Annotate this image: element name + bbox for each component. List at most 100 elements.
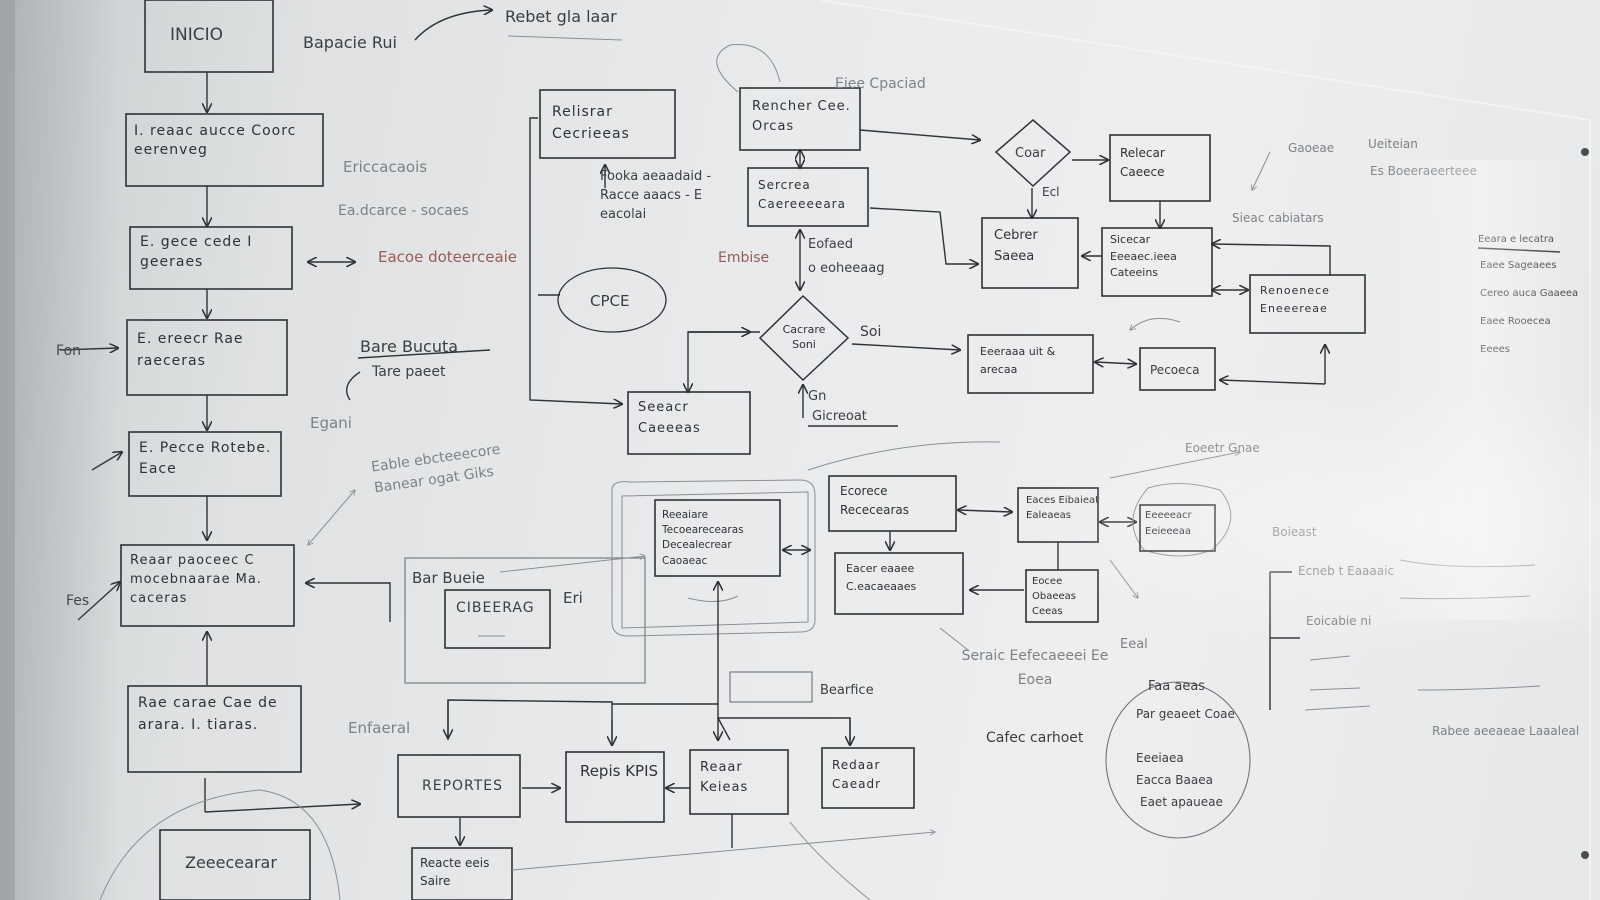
node-pecoeca-label: Pecoeca (1150, 363, 1199, 377)
arrow-bidirectional (1095, 362, 1136, 364)
node-relisrar-label: Relisrar Cecrieeas (552, 104, 630, 142)
faint-arrow (1130, 317, 1181, 330)
right-list-title: Eeara e lecatra (1478, 234, 1554, 245)
node-beaar-label: Reaar Keieas (700, 760, 749, 796)
node-kpis-label: Repis KPIS (579, 762, 659, 780)
frame-central-inner (621, 491, 809, 629)
faint-stroke (789, 821, 871, 900)
circle-item: Eaet apaueae (1140, 795, 1223, 809)
board-mount-screw (1581, 148, 1589, 156)
arrow-return (306, 583, 391, 622)
mid-note3: Egani (310, 414, 352, 432)
node-rencher-text-wrap: Rencher Cee. Orcas (752, 99, 850, 134)
node-cibeerag (444, 589, 551, 649)
node-step6-text-wrap: Rae carae Cae de arara. I. tiaras. (138, 695, 277, 733)
faint-arrow (1252, 151, 1271, 190)
arrow (1220, 380, 1326, 384)
right-note2: Ueiteian (1368, 137, 1418, 151)
node-pecoeca (1139, 347, 1216, 391)
node-cpce (557, 267, 667, 333)
enfacrat-note: Enfaeral (348, 719, 410, 737)
right-list-item: Eaee Rooecea (1480, 316, 1551, 327)
arrow-loop (529, 117, 622, 404)
stroke (346, 371, 361, 401)
top-note: Rebet gla laar (505, 7, 617, 26)
step1-note2: Ea.dcarce - socaes (338, 203, 469, 219)
arrow (204, 778, 360, 812)
node-sicercr-text-wrap: Sicecar Eeeaec.ieea Cateeins (1110, 233, 1177, 279)
faint-circle (99, 789, 341, 900)
lower-note3: Eeal (1120, 637, 1148, 652)
node-cebcre (981, 217, 1079, 289)
cibeerag-note: Eri (563, 589, 583, 607)
decision1-yes: Soi (860, 324, 881, 340)
arrow (859, 129, 980, 140)
node-inicio-label: INICIO (170, 25, 223, 45)
relisrar-notes: Fooka aeaadaid - Racce aaacs - E eacolai (600, 169, 712, 222)
node-refecar-label: Relecar Caeece (1120, 146, 1165, 180)
bracket (1269, 571, 1300, 710)
node-redaar (821, 747, 915, 809)
node-sicercr-label: Sicecar Eeeaec.ieea Cateeins (1110, 233, 1177, 279)
underline (357, 349, 491, 359)
node-eecreea-label: Eeeraaa uit & arecaa (980, 345, 1056, 376)
arrow (869, 207, 978, 264)
underline (1477, 247, 1561, 253)
node-kpis-text-wrap: Repis KPIS (579, 762, 659, 780)
node-step2-text-wrap: E. gece cede I geeraes (140, 234, 253, 270)
node-sercrea (747, 167, 869, 227)
node-reportes (397, 754, 521, 818)
node-beaar-text-wrap: Reaar Keieas (700, 760, 749, 796)
circle-item: Eeeiaea (1136, 751, 1184, 765)
node-step2 (129, 226, 293, 290)
node-step4-label: E. Pecce Rotebe. Eace (139, 440, 272, 477)
node-central-label: Reeaiare Tecoearecearas Decealecrear Cao… (662, 509, 744, 567)
faint-arrow (1109, 452, 1240, 479)
node-sercrea-label: Sercrea Caereeeeara (758, 178, 846, 211)
node-eocee-text-wrap: Eocee Obaeeas Ceeas (1032, 576, 1076, 617)
node-coar-diamond (994, 119, 1072, 188)
node-cebcre-label: Cebrer Saeea (994, 228, 1038, 264)
arrow-top-note (414, 10, 492, 41)
frame-car-buena (404, 557, 646, 684)
faint-arrow (308, 490, 355, 545)
arrow-side (59, 348, 118, 350)
node-step5-label: Reaar paoceec C mocebnaarae Ma. caceras (130, 553, 262, 606)
circle-list (1105, 681, 1251, 839)
node-step1-label: I. reaac aucce Coorc eerenveg (134, 123, 297, 158)
rencher-note: Eiee Cpaciad (835, 76, 926, 92)
step2-note: Eacoe doteerceaie (378, 248, 517, 266)
right-list-item: Eaee Sageaees (1480, 260, 1557, 271)
mid-note2: Tare paeet (371, 364, 446, 380)
right-list-item: Cereo auca Gaaeea (1480, 288, 1578, 299)
node-eacer-label: Eacer eaaee C.eacaeaaes (846, 562, 917, 593)
relisrar-notes-wrap: Fooka aeaadaid - Racce aaacs - E eacolai (600, 169, 712, 222)
node-step2-label: E. gece cede I geeraes (140, 234, 253, 270)
start-note: Bapacie Rui (303, 33, 397, 52)
circle-item: Eacca Baaea (1136, 773, 1213, 787)
node-reach-text-wrap: Reacte eeis Saire (420, 856, 489, 888)
node-coar-label: Coar (1015, 146, 1046, 161)
node-relisrar-text-wrap: Relisrar Cecrieeas (552, 104, 630, 142)
right-low3: Boieast (1272, 525, 1317, 539)
node-ecorece (828, 475, 957, 532)
faint-circle (1132, 482, 1232, 557)
sercrea-note: Eofaed (808, 237, 853, 252)
node-reach (411, 847, 513, 900)
node-eocee-label: Eocee Obaeeas Ceeas (1032, 576, 1076, 617)
faint-stroke (939, 627, 969, 651)
faint-scribbles (1399, 559, 1541, 691)
node-step6 (127, 685, 302, 773)
node-step4 (128, 431, 282, 497)
frame-central-group (611, 479, 816, 637)
arrow-side (91, 452, 122, 471)
node-decision1-label: Cacrare Soni (782, 323, 826, 352)
node-kpis (565, 751, 665, 823)
sercrea-note2: o eoheeaag (808, 261, 884, 276)
node-sicercr (1101, 227, 1213, 297)
board-mount-screw (1581, 851, 1589, 859)
node-selecr-text-wrap: Seeacr Caeeeas (638, 400, 700, 436)
node-renedeie-text-wrap: Renoenece Eneeereae (1260, 284, 1329, 315)
lower-note2-wrap: Seraic Eefecaeeei Ee Eoea (962, 648, 1109, 688)
